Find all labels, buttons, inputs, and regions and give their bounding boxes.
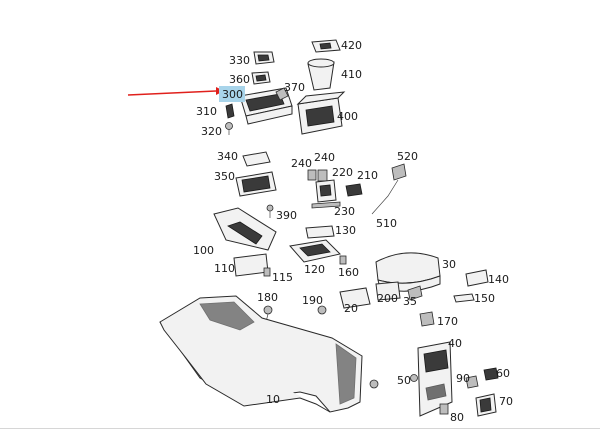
label-420: 420 xyxy=(341,39,362,52)
label-190: 190 xyxy=(302,294,323,307)
part-410-cup-insert xyxy=(307,58,335,91)
part-220-switch-module xyxy=(315,179,337,203)
label-340: 340 xyxy=(217,150,238,163)
label-350: 350 xyxy=(214,170,235,183)
label-150: 150 xyxy=(474,292,495,305)
label-130: 130 xyxy=(335,224,356,237)
part-210-button xyxy=(345,183,363,197)
part-120-tray xyxy=(289,239,341,263)
part-130-gasket xyxy=(305,225,335,239)
part-110-bezel xyxy=(233,253,269,277)
part-330-lid xyxy=(253,51,275,65)
part-140-cover xyxy=(465,269,489,287)
label-110: 110 xyxy=(214,262,235,275)
part-230-fastener-strip xyxy=(311,201,341,209)
part-115-clip xyxy=(263,267,271,277)
label-140: 140 xyxy=(488,273,509,286)
label-20: 20 xyxy=(344,302,358,315)
part-50-nut xyxy=(410,374,418,382)
label-30: 30 xyxy=(442,258,456,271)
label-40: 40 xyxy=(448,337,462,350)
label-70: 70 xyxy=(499,395,513,408)
part-50b-nut xyxy=(369,379,379,389)
label-180: 180 xyxy=(257,291,278,304)
part-240-switch-a xyxy=(307,169,317,181)
part-320-screw xyxy=(225,122,233,135)
label-100: 100 xyxy=(193,244,214,257)
part-80-clip xyxy=(439,403,449,415)
part-100-trim-panel xyxy=(213,207,277,251)
callout-arrow xyxy=(127,87,224,96)
label-50: 50 xyxy=(397,374,411,387)
part-40-rear-panel xyxy=(417,341,453,417)
label-220: 220 xyxy=(332,166,353,179)
part-190-nut xyxy=(317,305,327,315)
label-90: 90 xyxy=(456,372,470,385)
part-240-switch-b xyxy=(317,169,328,182)
label-210: 210 xyxy=(357,169,378,182)
part-340-liner xyxy=(242,151,271,167)
label-240b: 240 xyxy=(314,151,335,164)
part-labels: 330 360 310 320 370 420 410 400 340 350 … xyxy=(193,39,513,424)
part-420-mat xyxy=(311,39,341,53)
label-390: 390 xyxy=(276,209,297,222)
part-30-armrest xyxy=(375,252,441,292)
label-120: 120 xyxy=(304,263,325,276)
label-170: 170 xyxy=(437,315,458,328)
part-370-bracket xyxy=(275,87,289,101)
part-170-clip xyxy=(419,311,435,327)
label-320: 320 xyxy=(201,125,222,138)
part-35-hinge xyxy=(407,285,423,301)
label-300: 300 xyxy=(222,88,243,101)
part-350-cubby xyxy=(235,171,277,197)
label-410: 410 xyxy=(341,68,362,81)
label-200: 200 xyxy=(377,292,398,305)
part-70-module xyxy=(475,393,497,417)
label-60: 60 xyxy=(496,367,510,380)
part-150-seal xyxy=(453,293,475,303)
part-520-cable xyxy=(371,163,407,215)
part-10-console-body xyxy=(159,295,363,413)
label-310: 310 xyxy=(196,105,217,118)
label-230: 230 xyxy=(334,205,355,218)
part-400-storage-box xyxy=(296,91,346,135)
part-360-insert xyxy=(251,71,271,85)
label-240a: 240 xyxy=(291,157,312,170)
label-510: 510 xyxy=(376,217,397,230)
label-400: 400 xyxy=(337,110,358,123)
part-310-clip xyxy=(225,103,235,119)
label-35: 35 xyxy=(403,295,417,308)
label-160: 160 xyxy=(338,266,359,279)
label-360: 360 xyxy=(229,73,250,86)
part-60-connector xyxy=(483,367,499,381)
label-520: 520 xyxy=(397,150,418,163)
bottom-divider xyxy=(0,428,600,429)
part-200-pad xyxy=(375,281,401,301)
part-90-port xyxy=(465,375,479,389)
label-10: 10 xyxy=(266,393,280,406)
label-370: 370 xyxy=(284,81,305,94)
part-20-mat xyxy=(339,287,371,309)
highlight-box xyxy=(219,86,245,102)
label-330: 330 xyxy=(229,54,250,67)
label-115: 115 xyxy=(272,271,293,284)
part-390-screw xyxy=(266,204,274,218)
label-80: 80 xyxy=(450,411,464,424)
part-160-clip xyxy=(339,255,347,265)
